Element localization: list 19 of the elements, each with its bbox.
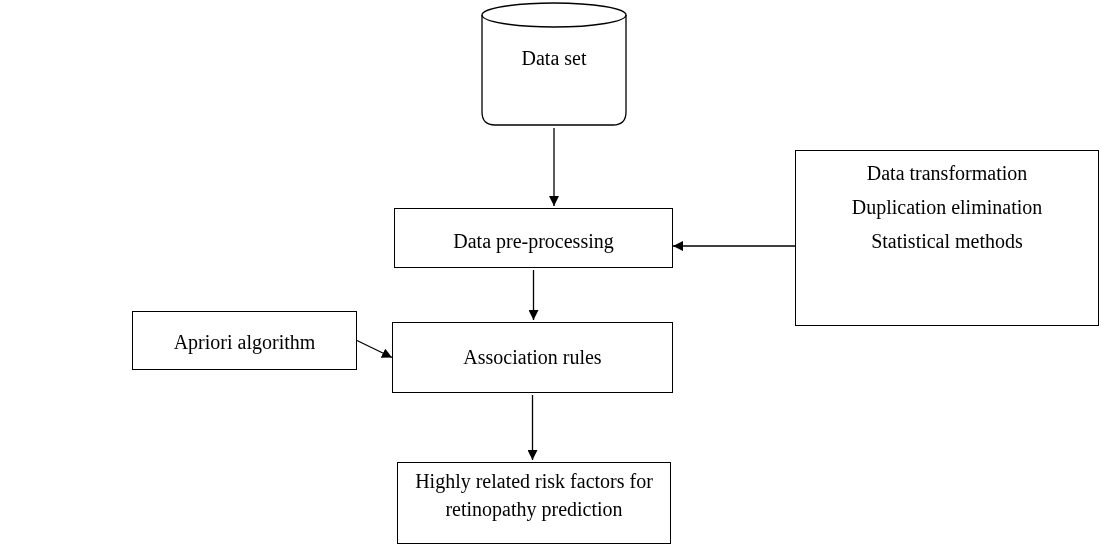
arrow — [549, 127, 559, 207]
node-text: Statistical methods — [871, 229, 1023, 254]
database-cylinder — [481, 2, 627, 126]
arrow — [672, 241, 796, 251]
node-text: Data pre-processing — [453, 229, 614, 255]
node-text: Duplication elimination — [851, 195, 1043, 221]
node-text: Apriori algorithm — [173, 330, 316, 356]
arrow — [528, 269, 539, 321]
node-text: Association rules — [463, 345, 602, 370]
node-text: Highly related risk factors for retinopathy prediction — [414, 469, 654, 523]
arrow — [527, 394, 538, 461]
node-text: Data transformation — [866, 161, 1028, 186]
arrow — [356, 339, 393, 359]
node-text: Data set — [521, 46, 587, 71]
process-box — [392, 322, 673, 393]
process-box — [397, 462, 671, 544]
process-box — [795, 150, 1099, 326]
process-box — [132, 311, 357, 370]
process-box — [394, 208, 673, 268]
